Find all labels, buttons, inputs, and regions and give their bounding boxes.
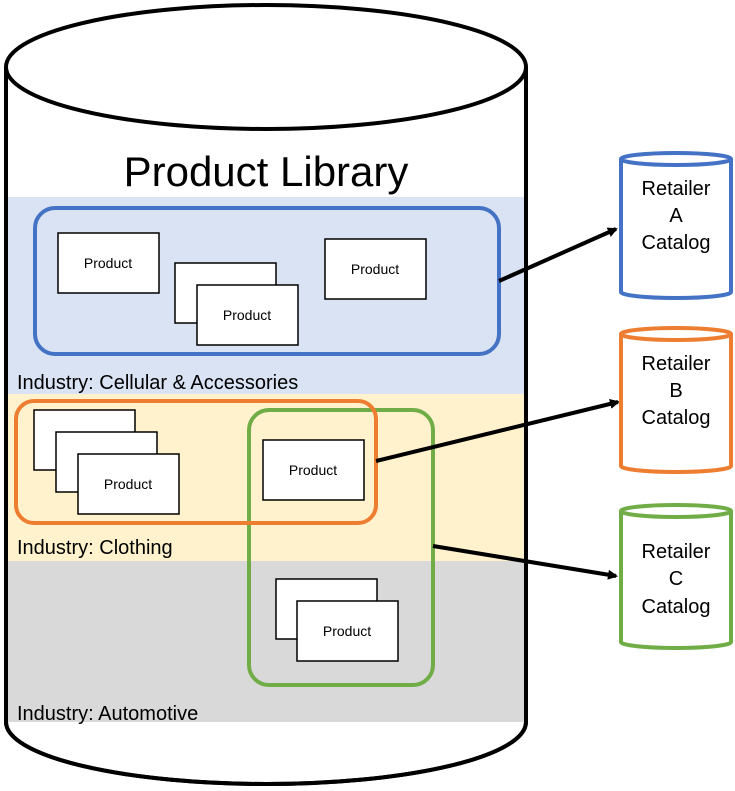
svg-text:Retailer: Retailer xyxy=(642,353,711,375)
product-card: Product xyxy=(262,439,365,501)
product-card: Product xyxy=(196,284,299,346)
product-card: Product xyxy=(324,238,427,300)
library-cylinder-top xyxy=(4,3,528,131)
svg-text:Product: Product xyxy=(323,623,371,639)
product-stack: Product xyxy=(174,262,299,346)
arrow-to-catalog-b xyxy=(375,399,620,463)
svg-text:B: B xyxy=(669,380,682,402)
svg-text:A: A xyxy=(669,205,683,227)
svg-text:Product: Product xyxy=(289,462,337,478)
arrow-to-catalog-c xyxy=(432,544,618,580)
industry-label-clothing: Industry: Clothing xyxy=(17,537,173,559)
product-card: Product xyxy=(77,453,180,515)
catalog-b: Retailer B Catalog xyxy=(619,326,733,474)
arrow-to-catalog-a xyxy=(498,227,618,283)
svg-text:Product: Product xyxy=(84,255,132,271)
group-orange-clothing xyxy=(14,399,378,525)
library-cylinder-bottom xyxy=(4,721,528,786)
library-title: Product Library xyxy=(124,148,409,195)
product-stack: Product xyxy=(33,409,180,515)
svg-text:Catalog: Catalog xyxy=(642,232,711,254)
svg-text:Catalog: Catalog xyxy=(642,407,711,429)
catalog-a: Retailer A Catalog xyxy=(619,151,733,300)
industry-label-automotive: Industry: Automotive xyxy=(17,703,198,725)
svg-text:Retailer: Retailer xyxy=(642,178,711,200)
svg-text:Product: Product xyxy=(351,261,399,277)
product-card: Product xyxy=(57,232,160,294)
svg-text:Product: Product xyxy=(223,307,271,323)
svg-text:Catalog: Catalog xyxy=(642,596,711,618)
catalog-c: Retailer C Catalog xyxy=(619,503,733,650)
industry-label-cellular: Industry: Cellular & Accessories xyxy=(17,372,298,394)
svg-text:Product: Product xyxy=(104,476,152,492)
svg-text:Retailer: Retailer xyxy=(642,541,711,563)
band-automotive xyxy=(8,561,524,722)
svg-text:C: C xyxy=(669,568,683,590)
product-card: Product xyxy=(296,600,399,662)
product-stack: Product xyxy=(275,578,399,662)
